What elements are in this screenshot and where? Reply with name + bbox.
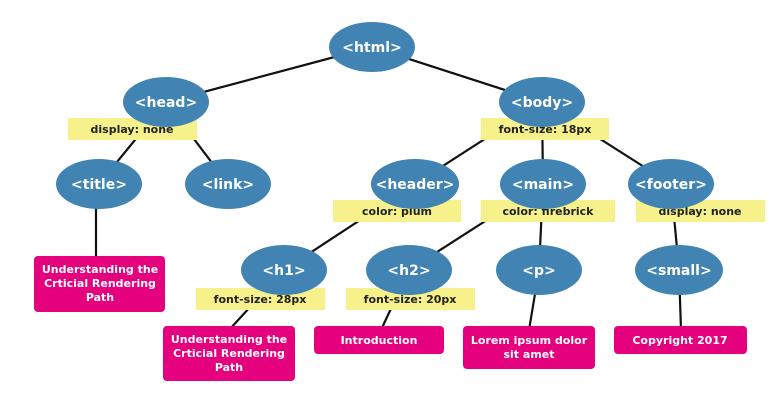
text-leaf-h1-bg <box>163 326 295 381</box>
node-link: <link> <box>202 177 254 193</box>
node-html: <html> <box>342 40 402 56</box>
text-leaf-h1-line-1: Understanding the <box>171 333 287 346</box>
node-title: <title> <box>71 177 127 193</box>
node-title-shape <box>56 159 142 209</box>
node-h2: <h2> <box>387 263 430 279</box>
text-leaf-h1-line-3: Path <box>215 361 243 374</box>
text-leaf-small-bg <box>614 326 747 354</box>
node-p: <p> <box>522 263 555 279</box>
node-header: <header> <box>376 177 455 193</box>
node-head: <head> <box>135 95 197 111</box>
text-leaf-p-line-2: sit amet <box>503 348 554 361</box>
node-main: <main> <box>512 177 574 193</box>
text-leaf-title-line-2: Crticial Rendering <box>44 277 156 290</box>
node-main-shape <box>500 159 586 209</box>
node-footer: <footer> <box>635 177 707 193</box>
style-label-main-bg <box>481 200 615 222</box>
node-footer-shape <box>628 159 714 209</box>
text-leaf-p-bg <box>463 326 595 369</box>
node-header-shape <box>371 159 459 209</box>
text-leaf-h2-line-1: Introduction <box>341 334 418 347</box>
element-nodes: <html> <head> <body> <title> <link> <hea… <box>56 22 723 295</box>
text-leaf-h1-line-2: Crticial Rendering <box>173 347 285 360</box>
text-leaf-h2-bg <box>314 326 444 354</box>
style-label-body: font-size: 18px <box>499 123 592 136</box>
style-label-head: display: none <box>91 123 174 136</box>
text-leaf-title-line-3: Path <box>86 291 114 304</box>
node-link-shape <box>185 159 271 209</box>
node-small: <small> <box>646 263 711 279</box>
node-p-shape <box>496 245 582 295</box>
style-label-h1: font-size: 28px <box>214 293 307 306</box>
text-leaf-small-line-1: Copyright 2017 <box>632 334 727 347</box>
style-label-body-bg <box>481 118 609 140</box>
text-leaf-p-line-1: Lorem ipsum dolor <box>471 334 588 347</box>
style-label-h2-bg <box>346 288 475 310</box>
node-h1-shape <box>241 245 327 295</box>
node-html-shape <box>329 22 415 72</box>
text-leaf-title-bg <box>34 256 165 312</box>
node-head-shape <box>123 77 209 127</box>
text-leaf-title-line-1: Understanding the <box>42 263 158 276</box>
node-h1: <h1> <box>262 263 305 279</box>
text-leaves: Understanding the Crticial Rendering Pat… <box>34 256 747 381</box>
node-body: <body> <box>511 95 573 111</box>
node-body-shape <box>499 77 585 127</box>
style-label-h2: font-size: 20px <box>364 293 457 306</box>
node-small-shape <box>635 245 723 295</box>
style-labels: display: none font-size: 18px color: plu… <box>68 118 765 310</box>
style-label-main: color: firebrick <box>502 205 594 218</box>
node-h2-shape <box>366 245 452 295</box>
